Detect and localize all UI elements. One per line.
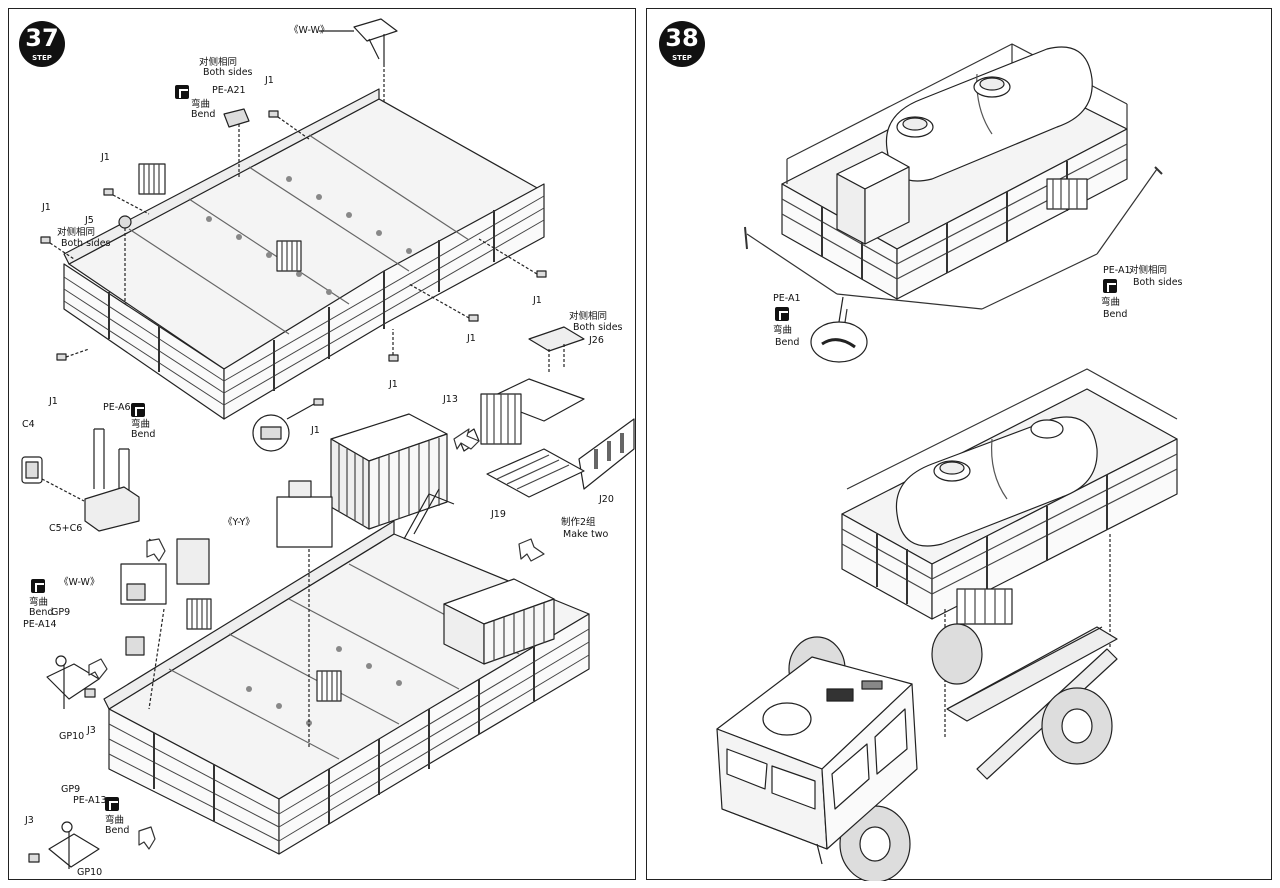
- label-j1-e: J1: [467, 333, 476, 344]
- step-38-panel: 38 STEP: [646, 8, 1273, 881]
- label-ww-left: 《W-W》: [59, 577, 100, 588]
- label-make-two-zh: 制作2组: [561, 517, 596, 528]
- rack-assembly-parts: [459, 327, 634, 497]
- label-bend-en-3: Bend: [29, 607, 54, 618]
- label-j1-c: J1: [42, 202, 51, 213]
- label-both-sides-en-3: Both sides: [573, 322, 623, 333]
- label-both-sides-en-2: Both sides: [61, 238, 111, 249]
- label-j1-d: J1: [533, 295, 542, 306]
- label-pe-a1-left: PE-A1: [773, 293, 801, 304]
- label-bend-en-r: Bend: [1103, 309, 1128, 320]
- label-c4: C4: [22, 419, 35, 430]
- small-parts-upper: [41, 109, 546, 405]
- upper-cargo-bed: [64, 89, 544, 419]
- label-bend-en-2: Bend: [131, 429, 156, 440]
- detail-bubble: [811, 297, 867, 362]
- label-yy: 《Y-Y》: [223, 517, 255, 528]
- pe-a13-bracket: [29, 822, 99, 869]
- label-j1-g: J1: [49, 396, 58, 407]
- label-j13: J13: [443, 394, 458, 405]
- left-parts-group: [22, 429, 164, 549]
- label-bend-en-1: Bend: [191, 109, 216, 120]
- bend-icon: [775, 307, 789, 321]
- bend-icon: [105, 797, 119, 811]
- bend-icon: [175, 85, 189, 99]
- assembly-lines-upper: [50, 117, 537, 357]
- label-gp9-a: GP9: [51, 607, 71, 618]
- label-j1-f: J1: [389, 379, 398, 390]
- label-j1-b: J1: [101, 152, 110, 163]
- label-pe-a13: PE-A13: [73, 795, 107, 806]
- detail-callout: [253, 404, 314, 451]
- step-word: STEP: [32, 54, 52, 62]
- label-both-sides-en-1: Both sides: [203, 67, 253, 78]
- label-j5: J5: [85, 215, 94, 226]
- label-both-sides-zh-1: 对侧相同: [199, 57, 238, 68]
- label-bend-zh-4: 弯曲: [105, 815, 125, 826]
- step-37-panel: 37 STEP: [8, 8, 636, 880]
- lower-cargo-bed: [104, 489, 589, 854]
- label-pe-a1-right: PE-A1: [1103, 265, 1131, 276]
- label-gp10-b: GP10: [77, 867, 103, 878]
- label-pe-a21: PE-A21: [212, 85, 246, 96]
- label-gp10-a: GP10: [59, 731, 85, 742]
- bend-icon: [131, 403, 145, 417]
- label-j1-h: J1: [311, 425, 320, 436]
- step-word: STEP: [672, 54, 692, 62]
- label-gp9-b: GP9: [61, 784, 81, 795]
- truck-chassis: [717, 624, 1117, 881]
- lower-parts: [121, 481, 332, 749]
- label-make-two-en: Make two: [563, 529, 609, 540]
- label-bend-en-l: Bend: [775, 337, 800, 348]
- step-37-assembly-drawing: [9, 9, 637, 881]
- label-bend-zh-1: 弯曲: [191, 99, 211, 110]
- label-j20: J20: [599, 494, 614, 505]
- label-j26: J26: [589, 335, 604, 346]
- label-j3-b: J3: [25, 815, 34, 826]
- tank-module-lower: [842, 369, 1177, 739]
- step-number: 37: [25, 24, 59, 52]
- label-pe-a14: PE-A14: [23, 619, 57, 630]
- label-pe-a6: PE-A6: [103, 402, 131, 413]
- pe-a14-bracket: [47, 656, 99, 709]
- label-j1-a: J1: [265, 75, 274, 86]
- label-both-sides-zh-3: 对侧相同: [569, 311, 608, 322]
- label-j19: J19: [491, 509, 506, 520]
- ww-bracket-top: [319, 19, 397, 104]
- bend-icon: [1103, 279, 1117, 293]
- step-38-assembly-drawing: [647, 9, 1273, 881]
- step-number: 38: [665, 24, 699, 52]
- tank-module-upper: [782, 44, 1127, 299]
- label-bend-en-4: Bend: [105, 825, 130, 836]
- label-bend-zh-l: 弯曲: [773, 325, 793, 336]
- step-37-badge: 37 STEP: [19, 21, 65, 67]
- label-j3-a: J3: [87, 725, 96, 736]
- label-both-sides-zh-2: 对侧相同: [57, 227, 96, 238]
- label-c5-c6: C5+C6: [49, 523, 83, 534]
- label-bend-zh-r: 弯曲: [1101, 297, 1121, 308]
- step-38-badge: 38 STEP: [659, 21, 705, 67]
- label-ww-top: 《W-W》: [289, 25, 330, 36]
- label-both-sides-zh: 对侧相同: [1129, 265, 1168, 276]
- label-bend-zh-2: 弯曲: [131, 419, 151, 430]
- direction-arrows: [89, 429, 544, 849]
- label-both-sides-en: Both sides: [1133, 277, 1183, 288]
- label-bend-zh-3: 弯曲: [29, 597, 49, 608]
- bend-icon: [31, 579, 45, 593]
- crate-upper: [331, 414, 447, 529]
